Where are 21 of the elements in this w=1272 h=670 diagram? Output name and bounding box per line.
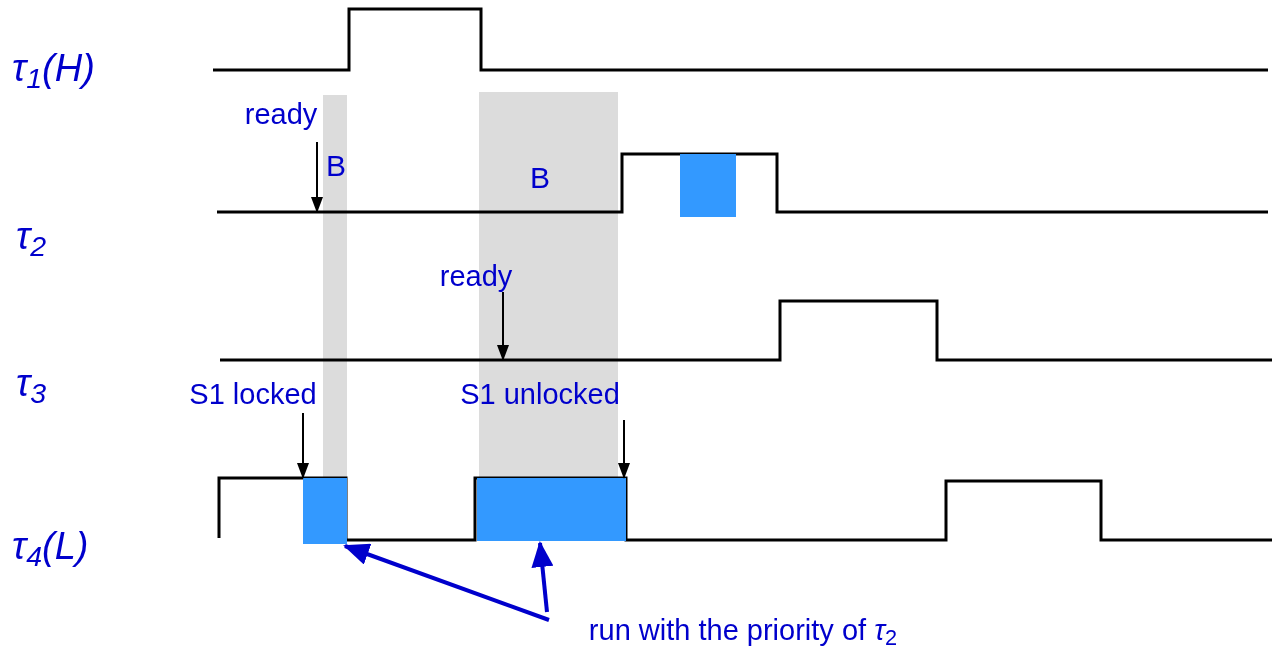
annotation-text: ready	[244, 99, 318, 129]
timing-waveform	[217, 152, 1268, 214]
arrow	[297, 412, 309, 479]
arrow	[618, 419, 630, 479]
interval-label: B	[326, 151, 346, 181]
annotation-text: run with the priority of τ$_{2}$	[588, 615, 898, 645]
annotation-text: ready	[439, 261, 513, 291]
arrow	[311, 141, 323, 213]
arrow	[343, 543, 550, 622]
annotation-text: S1 locked	[189, 379, 317, 409]
timing-waveform	[213, 7, 1268, 72]
timing-waveform	[220, 299, 1272, 362]
timing-waveform	[217, 476, 1272, 542]
task-label: τ$_{1}$(H)	[12, 49, 95, 87]
arrow	[531, 541, 554, 613]
task-label: τ$_{4}$(L)	[12, 527, 89, 565]
annotation-text: S1 unlocked	[460, 379, 620, 409]
task-label: τ$_{2}$	[16, 217, 47, 255]
arrow	[497, 291, 509, 361]
interval-label: B	[530, 163, 550, 193]
task-label: τ$_{3}$	[16, 364, 47, 402]
